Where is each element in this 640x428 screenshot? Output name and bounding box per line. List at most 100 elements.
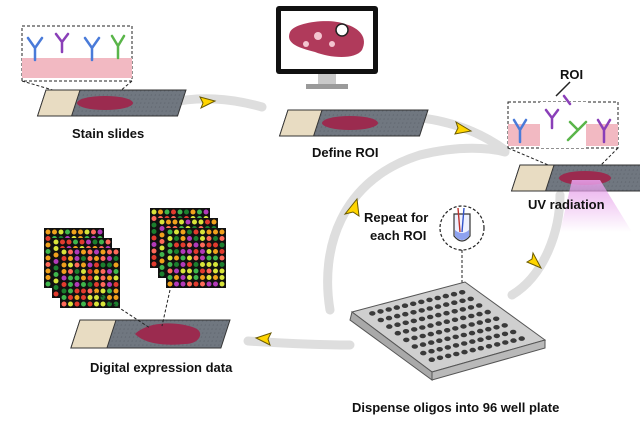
plate-well [484,309,491,315]
96-well-plate-icon [349,281,547,381]
heatmap-cell [94,262,99,268]
heatmap-cell [211,219,217,225]
arrow-4 [343,197,360,218]
heatmap-cell [213,268,218,274]
plate-well [411,327,418,332]
plate-well [393,305,400,310]
heatmap-cell [167,281,173,287]
heatmap-cell [107,262,112,268]
heatmap-cell [187,262,192,267]
heatmap-cell [187,249,192,254]
heatmap-cell [113,249,119,255]
plate-well [434,304,442,309]
heatmap-cell [73,239,78,245]
heatmap-cell [180,268,186,274]
heatmap-cell [159,245,165,251]
define-roi-step: Define ROI [276,6,429,160]
heatmap-cell [206,249,212,254]
heatmap-cell [113,269,119,274]
heatmap-cell [159,258,165,264]
antibody-icon-roi [512,94,612,144]
heatmap-cell [174,236,179,241]
plate-well [444,328,451,333]
heatmap-cell [180,281,186,287]
heatmap-cell [66,239,72,245]
plate-well [428,357,435,363]
heatmap-cell [45,249,51,254]
heatmap-cell [166,219,171,225]
heatmap-cell [167,275,173,280]
heatmap-cell [180,242,186,248]
plate-well [451,300,458,306]
heatmap-cell [53,285,59,290]
heatmap-cell [74,295,80,300]
heatmap-cell [94,288,99,294]
plate-well [402,329,410,334]
heatmap-cell [159,265,165,270]
plate-well [411,344,418,349]
plate-well [477,345,484,351]
heatmap-cell [200,242,205,248]
heatmap-cell [213,249,218,254]
heatmap-cell [79,239,85,245]
heatmap-cell [180,275,186,280]
heatmap-cell [200,262,205,267]
heatmap-cell [167,262,173,267]
plate-well [419,325,426,330]
heatmap-cell [81,275,86,281]
heatmap-cell [187,275,192,280]
heatmap-cell [87,282,93,287]
plate-well [469,339,476,344]
heatmap-cell [159,226,165,231]
heatmap-cell [179,219,184,225]
plate-well [410,301,417,307]
heatmap-cell [53,291,59,297]
plate-well [477,328,484,334]
heatmap-cell [174,281,179,287]
heatmap-cell [81,295,86,300]
heatmap-cell [53,272,59,277]
heatmap-cell [198,219,204,225]
heatmap-cell [107,269,112,274]
heatmap-cell [167,242,173,248]
tissue-1 [77,96,133,110]
heatmap-cell [219,268,225,274]
heatmap-cell [200,236,205,241]
antibody-callout-box [21,25,133,82]
flow-arrows [199,96,543,346]
repeat-step: Repeat for each ROI [364,205,485,296]
plate-well [435,312,442,318]
heatmap-cell [159,271,165,277]
heatmap-cell [45,281,51,287]
heatmap-cell [206,262,212,267]
plate-wells [369,290,525,363]
heatmap-cell [200,281,205,287]
plate-well [436,338,443,344]
heatmap-cell [94,269,99,274]
heatmap-cell [61,249,67,255]
heatmap-cell [81,256,86,261]
heatmap-cell [87,275,93,281]
plate-well [443,319,450,325]
heatmap-cell [107,256,112,261]
tissue-4 [135,323,201,345]
plate-well [410,318,417,324]
plate-well [484,318,492,324]
heatmap-cell [193,236,199,241]
heatmap-cell [94,275,99,281]
heatmap-cell [107,295,112,300]
heatmap-cell [197,209,202,215]
plate-well [435,329,443,335]
label-roi: ROI [560,67,583,82]
plate-well [467,296,474,302]
uv-beam [560,180,632,232]
heatmap-cell [167,268,173,274]
plate-well [460,315,467,321]
heatmap-cell [185,219,191,225]
plate-well [418,299,425,305]
heatmap-cell [200,255,205,261]
heatmap-cell [53,278,59,284]
heatmap-cell [213,236,218,241]
plate-well [493,325,500,330]
heatmap-cell [159,252,165,257]
